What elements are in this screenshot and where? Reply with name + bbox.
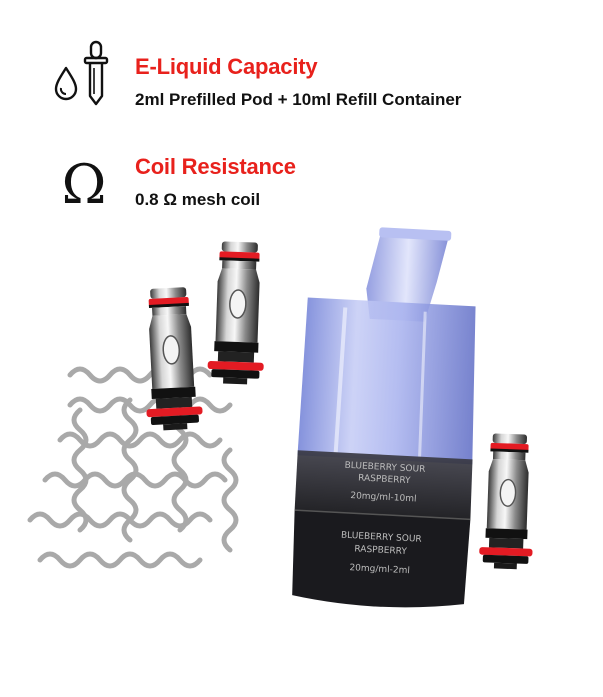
spec-description: 2ml Prefilled Pod + 10ml Refill Containe…: [135, 90, 462, 109]
droplet-dropper-icon: [54, 40, 109, 106]
pod-label-upper-flavor: BLUEBERRY SOUR: [344, 461, 425, 475]
spec-description: 0.8 Ω mesh coil: [135, 190, 261, 209]
mesh-coil-illustration: [27, 366, 239, 569]
pod-label-upper-strength: 20mg/ml-10ml: [350, 491, 417, 504]
pod-label-lower-flavor2: RASPBERRY: [354, 544, 407, 557]
pod-label-lower-flavor: BLUEBERRY SOUR: [341, 531, 422, 545]
spec-title: Coil Resistance: [135, 154, 296, 179]
coil-left-back: [206, 240, 269, 386]
pod-cartridge: BLUEBERRY SOUR RASPBERRY 20mg/ml-10ml BL…: [292, 227, 476, 608]
omega-icon: Ω: [62, 153, 107, 215]
spec-coil-resistance: Ω Coil Resistance 0.8 Ω mesh coil: [0, 145, 603, 225]
pod-label-lower-strength: 20mg/ml-2ml: [349, 563, 410, 576]
svg-text:Ω: Ω: [62, 153, 107, 215]
coil-left-front: [139, 285, 205, 433]
product-image: BLUEBERRY SOUR RASPBERRY 20mg/ml-10ml BL…: [27, 227, 538, 608]
spec-title: E-Liquid Capacity: [135, 54, 318, 79]
spec-eliquid-capacity: E-Liquid Capacity 2ml Prefilled Pod + 10…: [0, 38, 603, 118]
coil-right: [477, 432, 538, 571]
pod-label-upper-flavor2: RASPBERRY: [358, 473, 411, 486]
